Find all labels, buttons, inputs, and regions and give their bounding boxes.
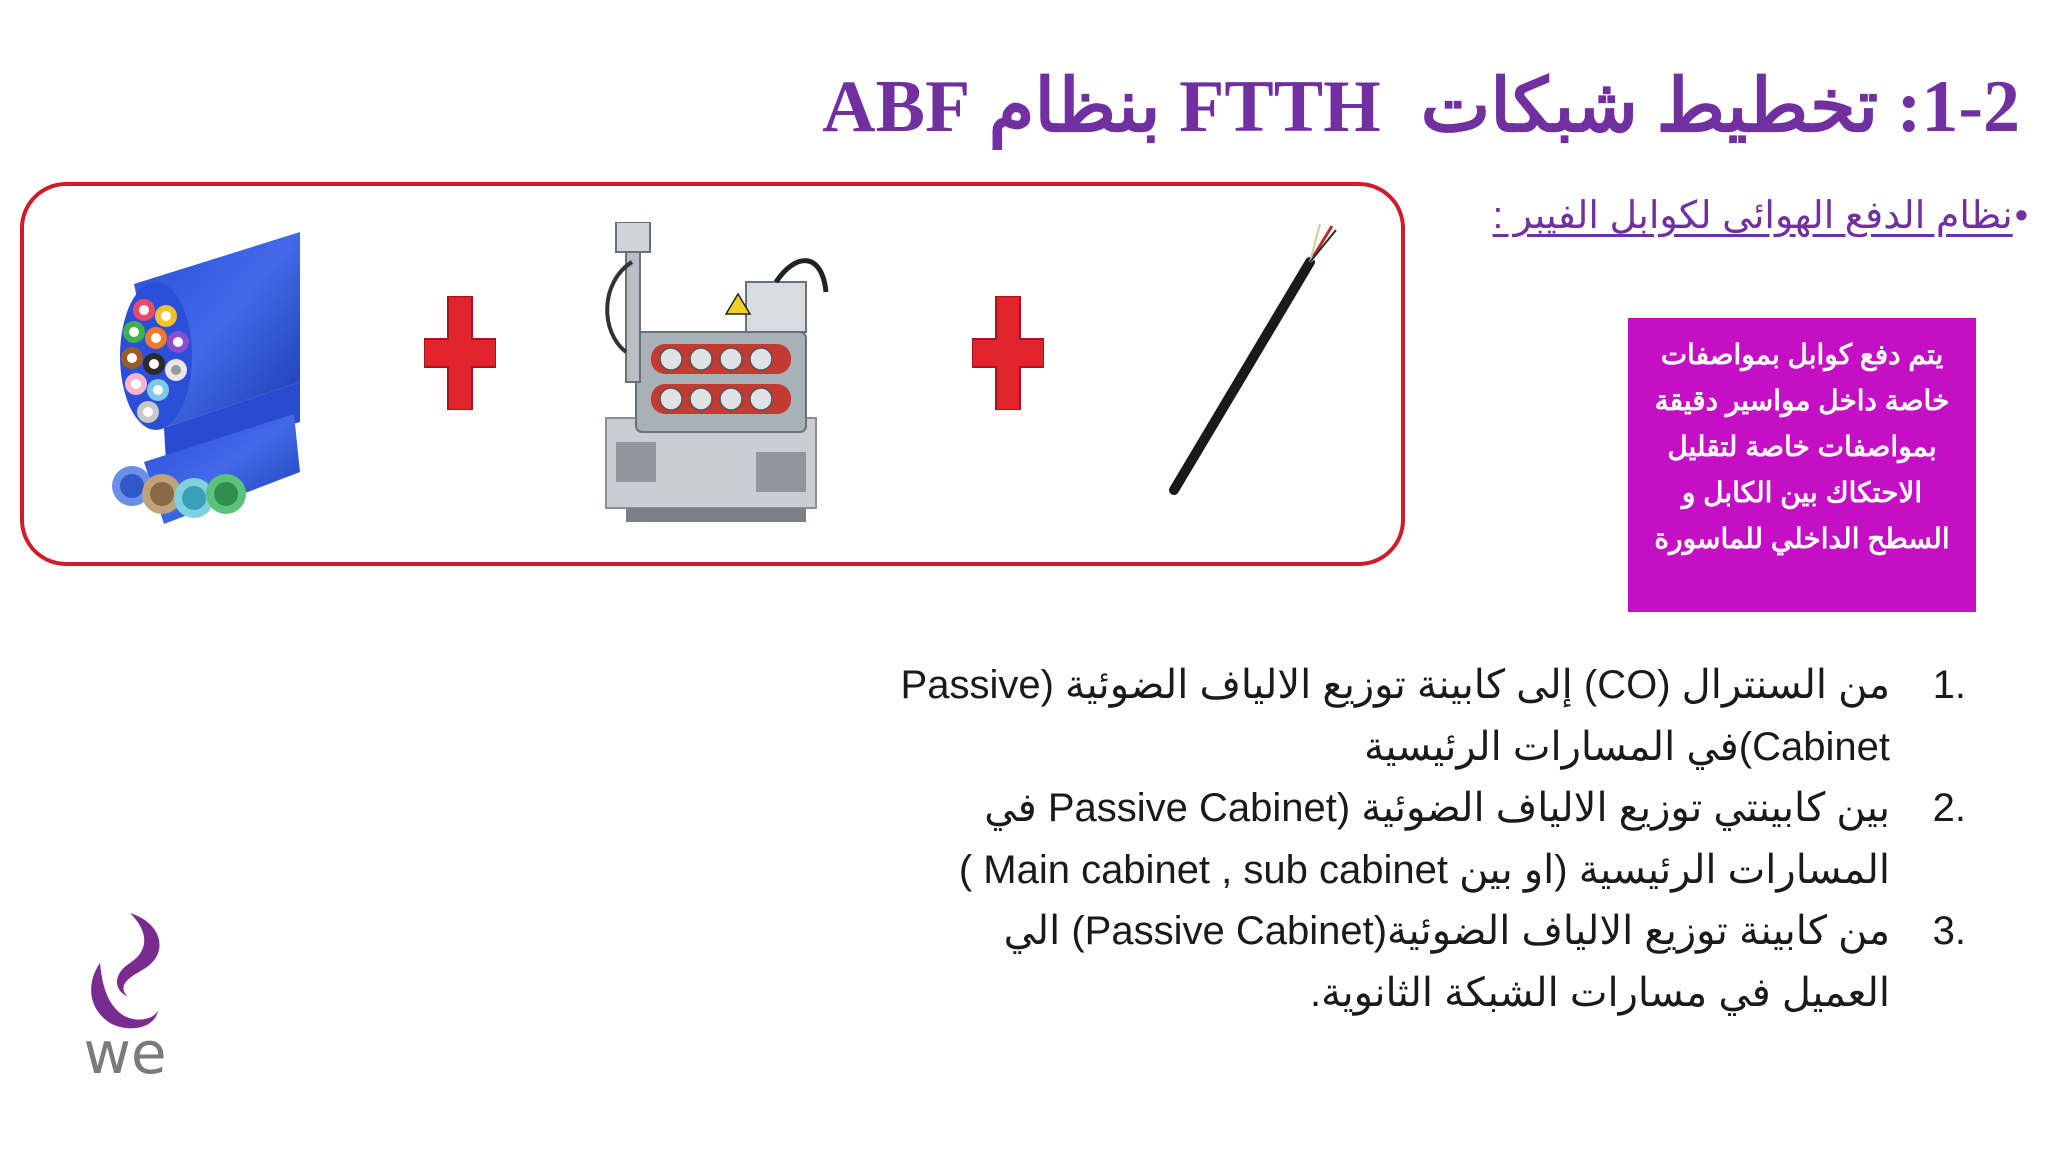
microduct-bundle-image	[112, 232, 300, 524]
fiber-cable-image	[1169, 223, 1341, 495]
title-part-2: FTTH بنظام ABF	[822, 66, 1381, 148]
list-item-number: 1.	[1932, 663, 1966, 707]
equipment-frame	[20, 182, 1405, 566]
list-item-number: 3.	[1932, 909, 1966, 953]
list-item-text: من السنترال (CO) إلى كابينة توزيع الاليا…	[900, 663, 1890, 769]
title-part-1: 1-2: تخطيط شبكات	[1420, 66, 2020, 148]
we-logo: we	[83, 913, 167, 1085]
plus-icon	[424, 296, 496, 410]
list-item-text: بين كابينتي توزيع الالياف الضوئية (Passi…	[958, 786, 1890, 892]
list-item: 1. من السنترال (CO) إلى كابينة توزيع الا…	[886, 655, 1966, 778]
list-item: 2. بين كابينتي توزيع الالياف الضوئية (Pa…	[886, 778, 1966, 901]
callout-box: يتم دفع كوابل بمواصفات خاصة داخل مواسير …	[1628, 318, 1976, 612]
logo-text: we	[83, 1019, 166, 1085]
list-item: 3. من كابينة توزيع الالياف الضوئية(Passi…	[886, 901, 1966, 1024]
bullet-icon: •	[2014, 195, 2028, 237]
list-item-text: من كابينة توزيع الالياف الضوئية(Passive …	[1003, 909, 1890, 1015]
cable-blowing-machine-image	[605, 222, 829, 522]
section-subtitle: •نظام الدفع الهوائى لكوابل الفيبر :	[1428, 188, 2028, 244]
callout-text: يتم دفع كوابل بمواصفات خاصة داخل مواسير …	[1654, 339, 1950, 554]
list-item-number: 2.	[1932, 786, 1966, 830]
plus-icon	[972, 296, 1044, 410]
subtitle-text: نظام الدفع الهوائى لكوابل الفيبر :	[1492, 195, 2013, 237]
slide-title: 1-2: تخطيط شبكات FTTH بنظام ABF	[822, 52, 2020, 162]
numbered-list: 1. من السنترال (CO) إلى كابينة توزيع الا…	[886, 655, 1966, 1024]
